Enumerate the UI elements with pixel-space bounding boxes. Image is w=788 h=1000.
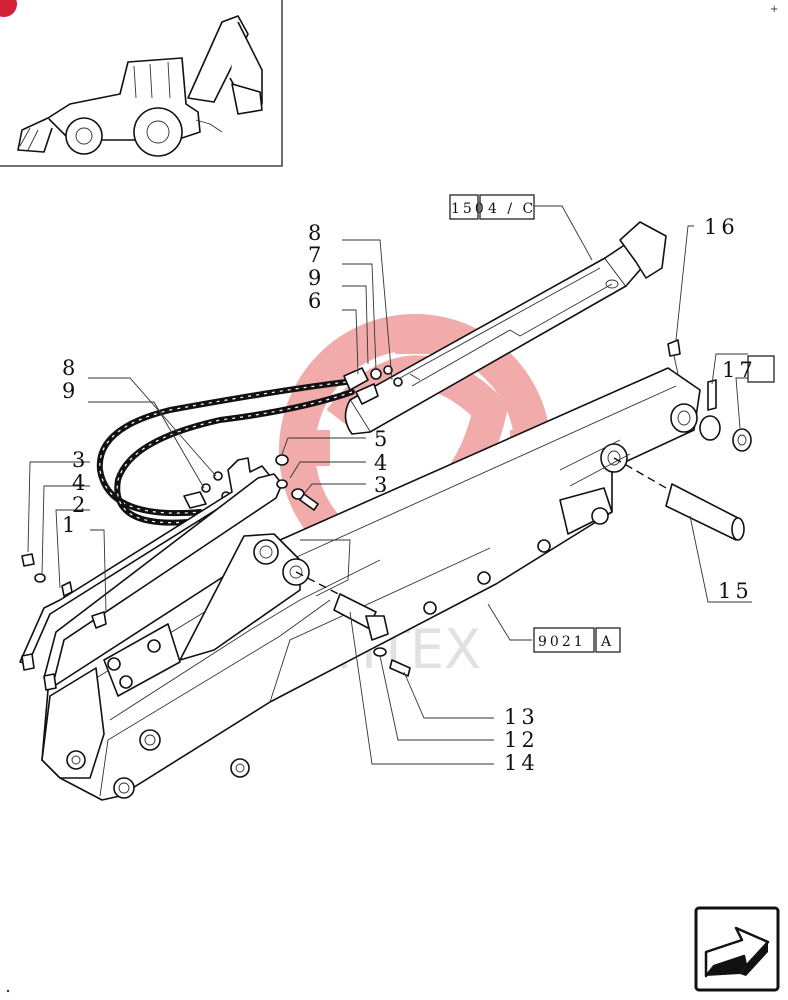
leader-lines bbox=[27, 205, 752, 765]
callout-5: 5 bbox=[374, 427, 391, 451]
callout-9-lower: 9 bbox=[62, 379, 79, 403]
pivot-pin-14 bbox=[295, 571, 411, 677]
callout-4-right: 4 bbox=[374, 451, 391, 475]
boom-ref-number: 9021 bbox=[538, 634, 586, 650]
retaining-ring-17 bbox=[699, 379, 752, 452]
callout-15: 15 bbox=[718, 579, 753, 603]
callout-1: 1 bbox=[62, 513, 79, 537]
next-page-arrow-icon[interactable] bbox=[694, 906, 780, 992]
callout-8-lower: 8 bbox=[62, 356, 79, 380]
callout-9-upper: 9 bbox=[308, 266, 325, 290]
backhoe-loader-thumbnail-icon[interactable] bbox=[0, 0, 283, 167]
bottom-left-dot bbox=[6, 989, 10, 993]
rigid-pipes bbox=[19, 457, 283, 691]
hydraulic-hoses bbox=[96, 367, 379, 526]
callout-6: 6 bbox=[308, 289, 325, 313]
callout-12: 12 bbox=[504, 728, 539, 752]
boom-arm bbox=[41, 367, 701, 801]
callout-3-right: 3 bbox=[374, 473, 391, 497]
pivot-pin-15 bbox=[613, 457, 745, 541]
callout-14: 14 bbox=[504, 751, 539, 775]
boom-reference[interactable]: 9021 A bbox=[533, 627, 621, 653]
callout-8-upper: 8 bbox=[308, 221, 325, 245]
callout-17-box bbox=[747, 355, 775, 383]
cylinder-reference[interactable]: 150 4 / C bbox=[449, 194, 536, 220]
boom-ref-code: A bbox=[600, 634, 614, 650]
bolts-3-4-5 bbox=[21, 454, 319, 583]
callout-17: 17 bbox=[722, 358, 757, 382]
corner-badge-icon bbox=[0, 0, 17, 17]
callout-13: 13 bbox=[504, 705, 539, 729]
callout-7: 7 bbox=[308, 243, 325, 267]
boom-cylinder bbox=[344, 221, 667, 435]
callout-16: 16 bbox=[704, 215, 739, 239]
grease-nipple-16 bbox=[667, 339, 681, 375]
callout-2: 2 bbox=[72, 493, 89, 517]
cylinder-ref-code: 4 / C bbox=[488, 201, 536, 217]
cylinder-ref-number: 150 bbox=[451, 201, 487, 217]
top-right-mark: + bbox=[770, 4, 778, 15]
callout-3-left: 3 bbox=[72, 448, 89, 472]
callout-4-left: 4 bbox=[72, 471, 89, 495]
